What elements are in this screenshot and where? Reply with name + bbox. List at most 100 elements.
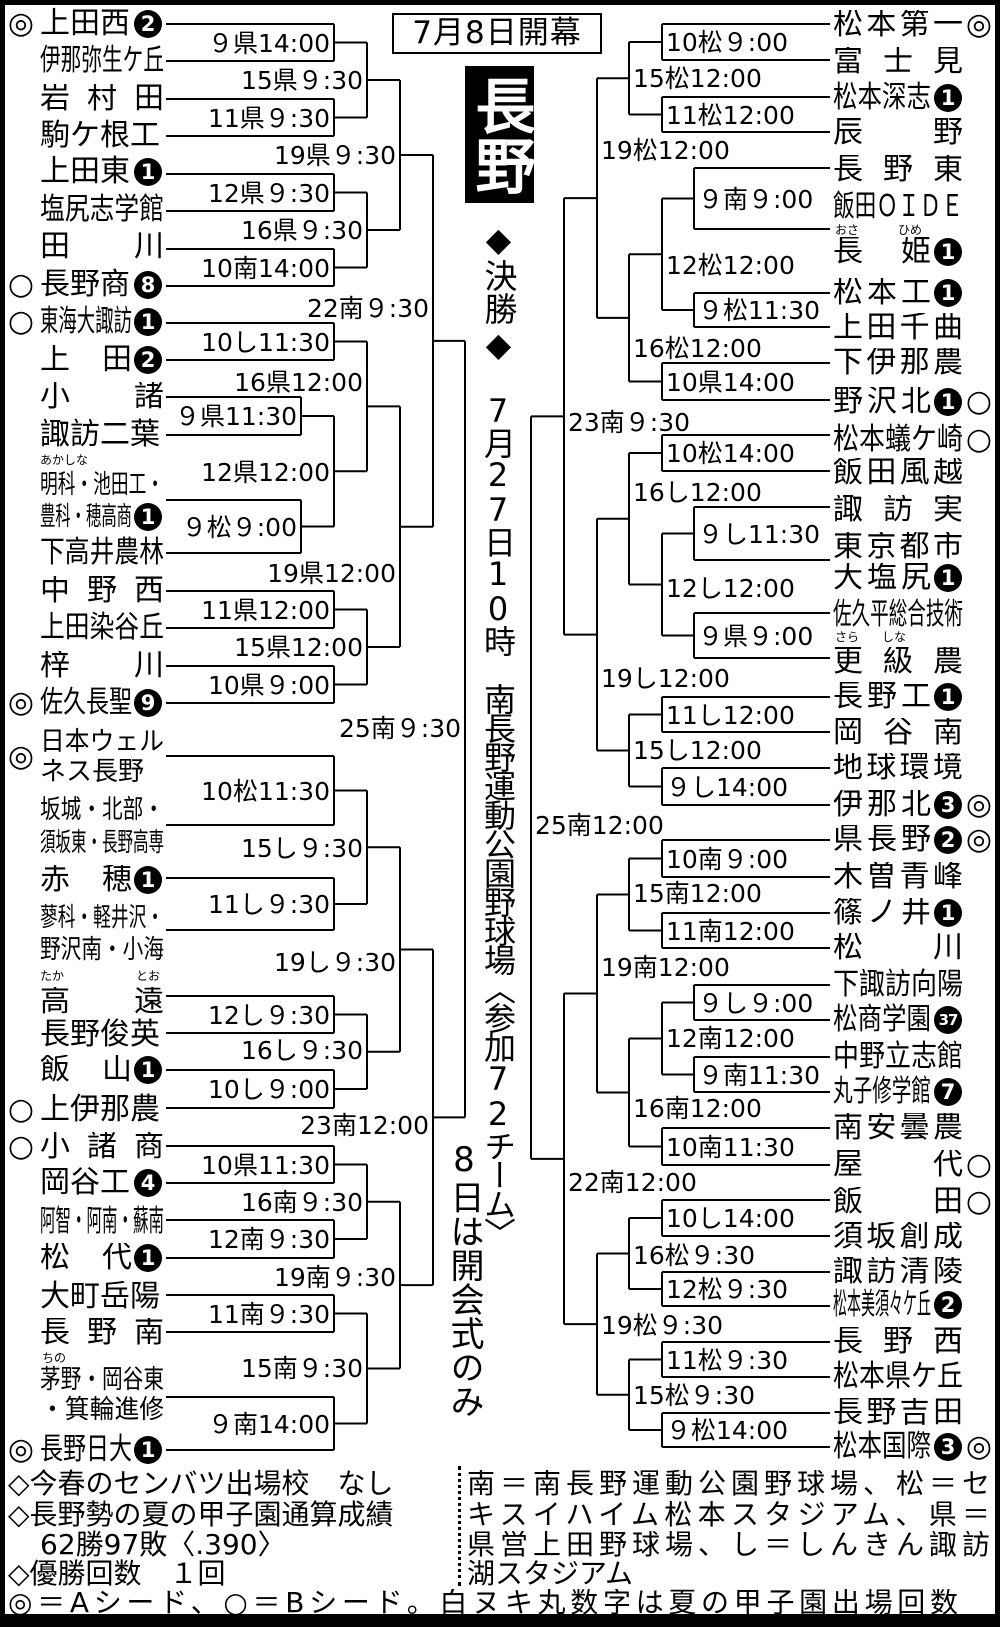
team-name: 松本深志 (833, 80, 931, 115)
appearance-count-badge: 1 (134, 503, 162, 531)
appearance-count-badge: 37 (934, 1006, 962, 1034)
round-schedule-label: 22南12:00 (568, 1168, 697, 1197)
team-name: 東海大諏訪 (40, 304, 132, 339)
team-name: 梓川 (40, 651, 164, 683)
team-name: 長野東 (833, 155, 963, 187)
team-name: 屋代 (833, 1150, 963, 1182)
team-name: 長野工 (833, 682, 931, 714)
match-schedule-label: ９し９:00 (698, 988, 814, 1018)
match-schedule-label: 10松９:00 (666, 28, 789, 57)
appearance-count-badge: 1 (934, 564, 962, 592)
team-name: 諏訪清陵 (833, 1257, 963, 1289)
appearance-count-badge: 1 (134, 1056, 162, 1084)
match-schedule-label: 11し９:30 (207, 890, 330, 919)
match-schedule-label: ９南11:30 (698, 1060, 821, 1090)
bracket-sheet: 7月8日開幕 長野 ◆決勝◆ 7月27日10時 南長野運動公園野球場〈参加72チ… (5, 5, 995, 1617)
appearance-count-badge: 1 (934, 899, 962, 927)
furigana: ひめ (898, 223, 923, 237)
team-name: 赤穂 (40, 865, 132, 897)
match-schedule-label: 10県11:30 (201, 1150, 330, 1180)
round-schedule-label: 12県12:00 (201, 458, 330, 487)
round-schedule-label: 15県９:30 (240, 66, 363, 95)
team-name: 佐久長聖 (40, 685, 132, 720)
round-schedule-label: 15県12:00 (234, 633, 363, 662)
match-schedule-label: 10し11:30 (201, 327, 330, 357)
appearance-count-badge: 1 (934, 279, 962, 307)
match-schedule-label: 11南12:00 (666, 916, 795, 946)
team-name: 飯田風越 (833, 458, 963, 490)
round-schedule-label: 16南９:30 (240, 1188, 363, 1217)
team-name: 更級農 (833, 647, 963, 679)
team-name-line: 野沢南・小海 (40, 935, 164, 965)
team-name: 松川 (833, 933, 963, 965)
team-name: 丸子修学館 (833, 1074, 931, 1109)
furigana: たか (40, 969, 65, 983)
match-schedule-label: 11し12:00 (666, 700, 795, 730)
team-name: 下伊那農 (833, 348, 963, 380)
match-schedule-label: ９南14:00 (207, 1409, 330, 1439)
team-name-line: 坂城・北部・ (40, 795, 164, 825)
opening-ceremony-note: 8日は開会式のみ (444, 1140, 484, 1418)
prefecture-title: 長野 (465, 66, 535, 203)
round-schedule-label: 12松12:00 (666, 251, 795, 280)
team-name: 長野日大 (40, 1432, 132, 1467)
team-name: 伊那弥生ケ丘 (40, 43, 164, 78)
seed-mark: ◎ (965, 7, 993, 42)
match-schedule-label: ９県９:00 (698, 621, 814, 651)
team-name: 飯山 (40, 1055, 132, 1087)
furigana: おさ (835, 223, 860, 237)
match-schedule-label: ９南９:00 (698, 184, 814, 214)
team-name: 上田千曲 (833, 313, 963, 345)
venue-legend-line: 県営上田野球場、し＝しんきん諏訪 (467, 1531, 990, 1561)
team-name: 飯田ＯＩＤＥ (833, 189, 963, 224)
team-name: 長野西 (833, 1327, 963, 1359)
furigana: さら (835, 630, 860, 644)
venue-legend-line: キスイハイム松本スタジアム、県＝ (467, 1501, 990, 1531)
seed-mark: ○ (965, 384, 993, 419)
round-schedule-label: 16県９:30 (240, 216, 363, 245)
round-schedule-label: 19し12:00 (601, 664, 730, 693)
team-name: 中野西 (40, 576, 164, 608)
appearance-count-badge: 1 (934, 683, 962, 711)
team-name: 小諸 (40, 382, 164, 414)
team-name: 県長野 (833, 825, 931, 857)
team-name: 地球環境 (833, 753, 963, 785)
appearance-count-badge: 1 (934, 238, 962, 266)
team-name-line: 明科・池田工・ (40, 470, 164, 500)
round-schedule-label: 19南12:00 (601, 953, 730, 982)
furigana: ちの (42, 1351, 67, 1365)
team-name: 大塩尻 (833, 563, 931, 595)
appearance-count-badge: 7 (934, 1078, 962, 1106)
furigana: とお (136, 969, 161, 983)
match-schedule-label: 12松９:30 (666, 1275, 789, 1304)
round-schedule-label: 12南12:00 (666, 1024, 795, 1053)
footer-separator (458, 1466, 461, 1586)
team-name: 長野商 (40, 267, 130, 302)
match-schedule-label: 10南14:00 (201, 253, 330, 283)
team-name: 伊那北 (833, 790, 931, 822)
team-name: 下諏訪向陽 (833, 967, 963, 1002)
team-name: 松本工 (833, 278, 931, 310)
team-name: 松本県ケ丘 (833, 1359, 963, 1394)
footer-note: ◇今春のセンバツ出場校 なし (8, 1467, 394, 1500)
team-name: 長野南 (40, 1318, 164, 1350)
team-name-line: 茅野・岡谷東 (40, 1365, 164, 1395)
team-name: 松商学園 (833, 1002, 931, 1037)
match-schedule-label: 11松12:00 (666, 100, 795, 130)
team-name: 木曽青峰 (833, 862, 963, 894)
final-info: 7月27日10時 南長野運動公園野球場〈参加72チーム〉 (479, 392, 517, 1246)
seed-mark: ○ (7, 1092, 35, 1127)
team-name: 松代 (40, 1243, 132, 1275)
appearance-count-badge: 3 (934, 1433, 962, 1461)
team-name: 大町岳陽 (40, 1279, 160, 1314)
appearance-count-badge: 2 (934, 1291, 962, 1319)
seed-mark: ○ (965, 1184, 993, 1219)
match-schedule-label: ９松９:00 (181, 512, 297, 542)
team-name: 南安曇農 (833, 1113, 963, 1145)
footer-note: 62勝97敗〈.390〉 (40, 1528, 286, 1561)
team-name: 諏訪実 (833, 495, 963, 527)
team-name: 岡谷工 (40, 1165, 130, 1200)
appearance-count-badge: 2 (934, 826, 962, 854)
furigana: あかしな (40, 453, 89, 467)
